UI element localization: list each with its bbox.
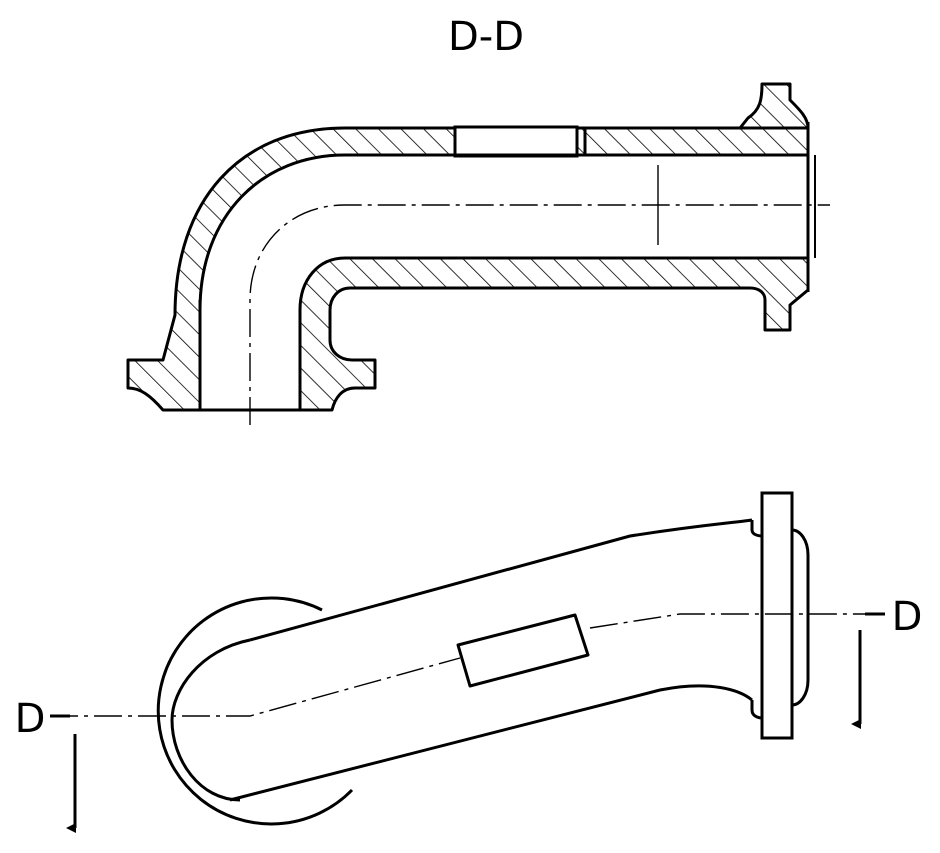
section-slot xyxy=(453,125,579,158)
plan-section-line xyxy=(50,613,885,717)
section-view xyxy=(126,82,830,425)
cut-label-left: D xyxy=(15,696,46,742)
section-inner-wall xyxy=(298,256,810,412)
plan-view: D D xyxy=(15,491,923,833)
plan-elbow-curve xyxy=(170,638,251,802)
plan-slot xyxy=(456,613,590,688)
section-centerline xyxy=(249,204,830,425)
plan-end-flange xyxy=(760,491,794,740)
section-outer-wall xyxy=(126,126,810,412)
section-flange-top xyxy=(738,82,810,130)
plan-elbow-flange xyxy=(156,596,354,826)
cut-label-right: D xyxy=(892,594,923,640)
plan-pipe-outline xyxy=(229,518,753,802)
section-title: D-D xyxy=(448,14,524,60)
